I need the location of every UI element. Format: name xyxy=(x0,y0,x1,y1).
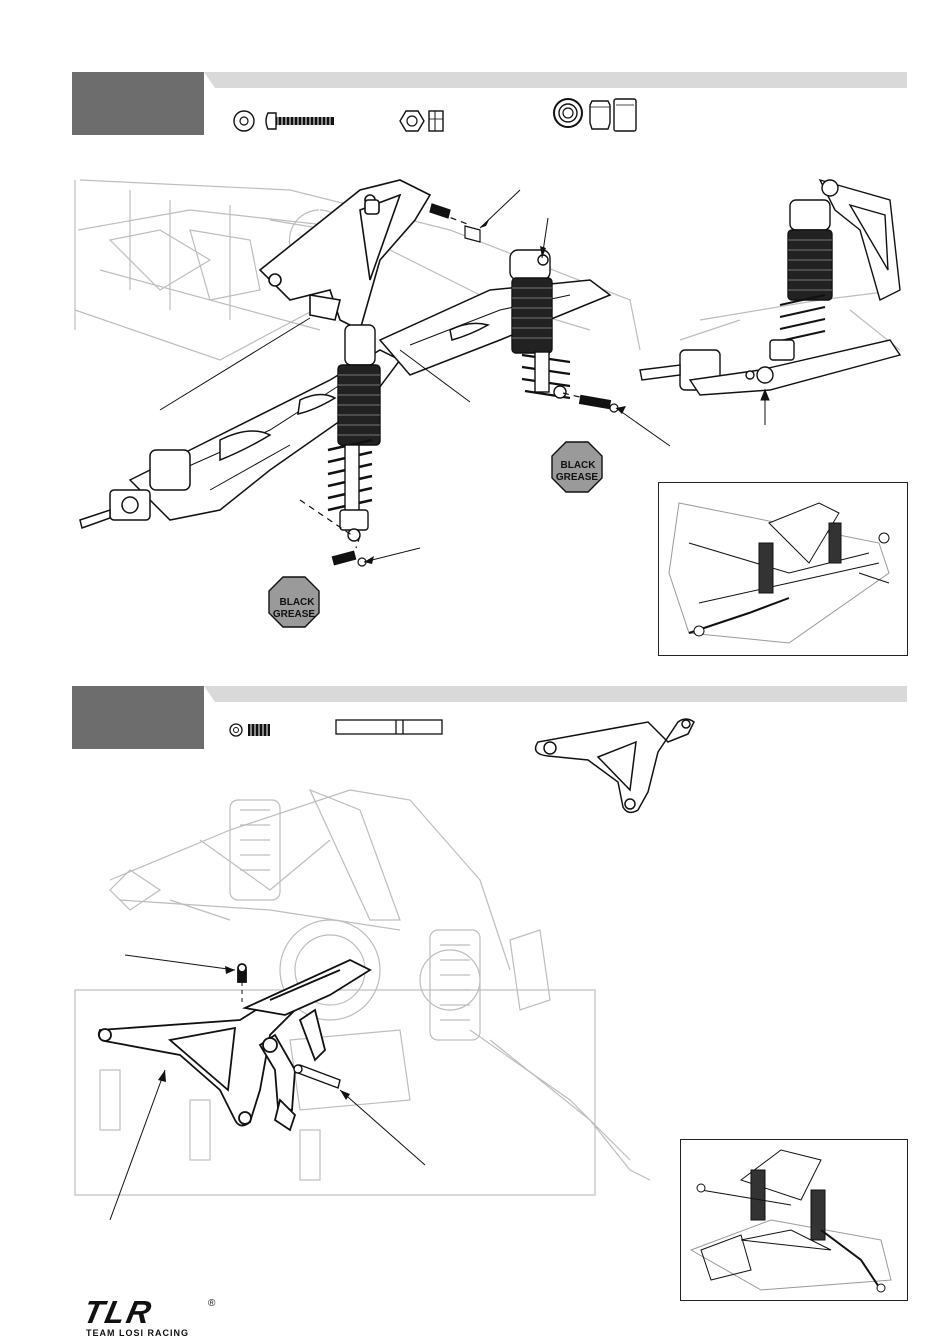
step-2-header-bar xyxy=(215,686,907,702)
grease-sign-2: BLACK GREASE xyxy=(267,575,321,629)
step-1-parts-row xyxy=(230,95,650,135)
front-shock-tower xyxy=(99,960,370,1130)
step-1-header-notch xyxy=(204,72,215,88)
screw-icon xyxy=(266,113,334,129)
setscrew-icon xyxy=(230,724,270,736)
bearing-icon xyxy=(554,99,582,127)
step-2-main-illustration xyxy=(70,770,670,1200)
grease-sign-1: BLACK GREASE xyxy=(550,440,604,494)
grease-label-line1: BLACK xyxy=(561,460,597,471)
ball-cup-icon xyxy=(590,101,610,129)
step-1-inset-overview xyxy=(658,482,908,656)
shock-right xyxy=(510,250,570,398)
logo-wordmark: TLR xyxy=(80,1294,156,1331)
shock-left xyxy=(328,325,380,541)
hinge-pin-icon xyxy=(336,720,442,734)
step-1-main-illustration xyxy=(70,170,660,650)
step-1-detail-view xyxy=(620,170,910,440)
step-2-inset-overview xyxy=(680,1139,908,1301)
locknut-icon xyxy=(400,111,443,131)
shock-bushing-icon xyxy=(614,99,636,131)
step-2-header-notch xyxy=(204,686,215,702)
tlr-logo: TLR ® TEAM LOSI RACING xyxy=(84,1300,224,1342)
grease-label-line2: GREASE xyxy=(273,609,316,620)
grease-label-line1: BLACK xyxy=(280,597,316,608)
grease-label-line2: GREASE xyxy=(556,472,599,483)
step-2-number-box xyxy=(72,686,204,749)
step-1-number-box xyxy=(72,72,204,135)
washer-icon xyxy=(234,111,254,131)
step-1-header-bar xyxy=(215,72,907,88)
registered-mark: ® xyxy=(208,1298,215,1309)
shock-tower xyxy=(260,180,430,330)
logo-tagline: TEAM LOSI RACING xyxy=(86,1328,189,1338)
